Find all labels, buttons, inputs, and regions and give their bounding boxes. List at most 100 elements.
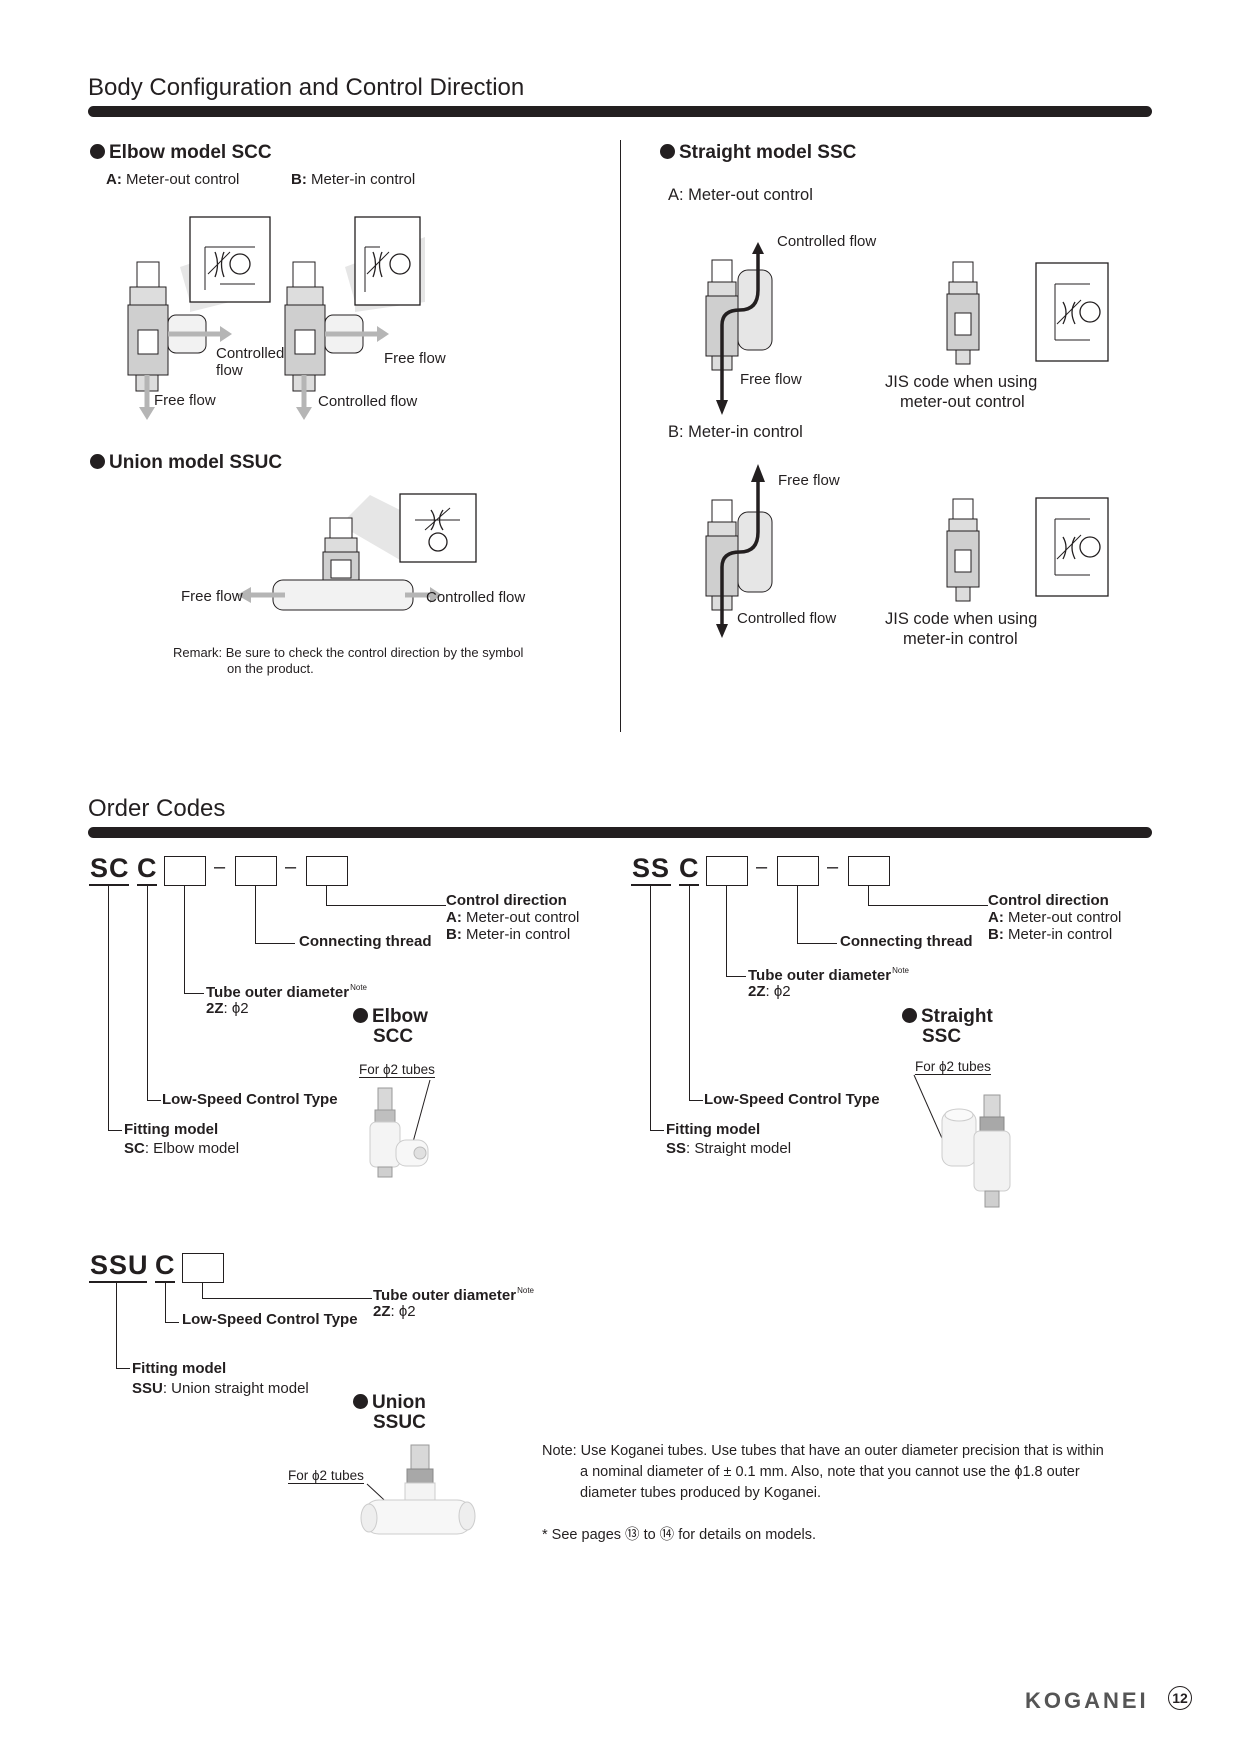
ssc-connecting-thread: Connecting thread <box>840 933 973 950</box>
leader-line <box>726 976 746 978</box>
ssuc-low-speed: Low-Speed Control Type <box>182 1311 358 1328</box>
scc-tube-2z: 2Z: ϕ2 <box>206 1000 249 1017</box>
dash: – <box>827 856 839 878</box>
straight-jis-a-symbol <box>1035 262 1109 362</box>
ssc-product-photo <box>913 1074 1011 1208</box>
elbow-meter-out-illustration <box>127 216 271 420</box>
ssuc-code-prefix: SSU <box>90 1250 149 1280</box>
leader-line <box>689 1100 703 1102</box>
page-number: 12 <box>1168 1686 1192 1710</box>
elbow-a-free-flow: Free flow <box>154 392 216 409</box>
leader-line <box>868 905 988 907</box>
straight-meter-in-illustration <box>705 464 773 638</box>
straight-jis-b-fitting-icon <box>946 498 980 602</box>
dash: – <box>756 856 768 878</box>
ssc-thread-slot <box>777 856 819 886</box>
scc-photo-heading-2: SCC <box>373 1026 414 1047</box>
leader-line <box>165 1283 167 1323</box>
koganei-logo: KOGANEI <box>1025 1688 1149 1713</box>
ssc-fitting-value: SS: Straight model <box>666 1140 792 1157</box>
section-title-order-codes: Order Codes <box>88 795 226 822</box>
leader-line <box>147 886 149 1101</box>
scc-fitting-value: SC: Elbow model <box>124 1140 240 1157</box>
leader-line <box>202 1298 372 1300</box>
section-divider-bar <box>88 827 1152 838</box>
union-free-flow: Free flow <box>181 588 243 605</box>
leader-line <box>147 1100 161 1102</box>
leader-line <box>797 943 837 945</box>
straight-b-jis-line-1: JIS code when using <box>885 610 1038 628</box>
ssc-control-direction-slot <box>848 856 890 886</box>
leader-line <box>868 886 870 906</box>
elbow-b-free-flow: Free flow <box>384 350 446 367</box>
elbow-a-label: A: Meter-out control <box>106 171 240 188</box>
straight-a-free-flow: Free flow <box>740 371 802 388</box>
ssc-tube-2z: 2Z: ϕ2 <box>748 983 791 1000</box>
ssc-low-speed: Low-Speed Control Type <box>704 1091 880 1108</box>
underline <box>89 1281 147 1283</box>
ssuc-code-c: C <box>155 1250 176 1280</box>
scc-thread-slot <box>235 856 277 886</box>
scc-fitting-model: Fitting model <box>124 1121 219 1138</box>
elbow-a-controlled-flow-1: Controlled <box>216 345 285 362</box>
ssc-code-c: C <box>679 853 700 883</box>
ssuc-product-photo <box>360 1444 476 1535</box>
leader-line <box>326 905 446 907</box>
underline <box>137 884 157 886</box>
leader-line <box>108 1130 122 1132</box>
ssc-photo-heading-2: SSC <box>922 1026 962 1047</box>
straight-jis-a-fitting-icon <box>946 261 980 365</box>
leader-line <box>202 1283 204 1299</box>
scc-code-c: C <box>137 853 158 883</box>
section-divider-bar <box>88 106 1152 117</box>
dash: – <box>214 856 226 878</box>
leader-line <box>116 1368 130 1370</box>
union-remark-line-2: on the product. <box>227 661 314 676</box>
scc-tube-od: Tube outer diameterNote <box>206 983 367 1001</box>
scc-control-direction-slot <box>306 856 348 886</box>
note-line-2: a nominal diameter of ± 0.1 mm. Also, no… <box>580 1464 1080 1480</box>
straight-b-controlled-flow: Controlled flow <box>737 610 837 627</box>
leader-line <box>184 886 186 994</box>
union-model-heading: Union model SSUC <box>90 452 282 474</box>
scc-photo-heading: Elbow <box>353 1006 428 1028</box>
note-line-3: diameter tubes produced by Koganei. <box>580 1485 822 1501</box>
ssuc-fitting-model: Fitting model <box>132 1360 227 1377</box>
leader-line <box>650 1130 664 1132</box>
elbow-meter-in-illustration <box>284 216 425 420</box>
dash: – <box>285 856 297 878</box>
scc-connecting-thread: Connecting thread <box>299 933 432 950</box>
straight-model-heading: Straight model SSC <box>660 142 856 164</box>
scc-code-prefix: SC <box>90 853 130 883</box>
scc-product-photo <box>369 1079 431 1178</box>
bullet-icon <box>902 1008 917 1023</box>
ssuc-fitting-value: SSU: Union straight model <box>132 1380 309 1397</box>
straight-a-jis-line-2: meter-out control <box>900 393 1025 411</box>
elbow-model-heading: Elbow model SCC <box>90 142 272 164</box>
straight-a-jis-line-1: JIS code when using <box>885 373 1038 391</box>
ssc-cd-a: A: Meter-out control <box>988 909 1122 926</box>
underline <box>631 884 671 886</box>
ssc-photo-heading: Straight <box>902 1006 993 1028</box>
note-line-1: Note: Use Koganei tubes. Use tubes that … <box>542 1443 1104 1459</box>
ssuc-photo-heading-2: SSUC <box>373 1412 426 1433</box>
leader-line <box>797 886 799 944</box>
underline <box>89 884 129 886</box>
scc-control-direction: Control direction <box>446 892 567 909</box>
ssuc-tube-od: Tube outer diameterNote <box>373 1286 534 1304</box>
elbow-b-controlled-flow: Controlled flow <box>318 393 418 410</box>
leader-line <box>689 886 691 1101</box>
leader-line <box>326 886 328 906</box>
ssc-code-prefix: SS <box>632 853 671 883</box>
union-controlled-flow: Controlled flow <box>426 589 526 606</box>
straight-a-controlled-flow: Controlled flow <box>777 233 877 250</box>
underline <box>155 1281 175 1283</box>
leader-line <box>255 886 257 944</box>
union-remark-line-1: Remark: Be sure to check the control dir… <box>173 645 524 660</box>
ssc-tube-od-slot <box>706 856 748 886</box>
ssuc-tube-od-slot <box>182 1253 224 1283</box>
ssuc-photo-heading: Union <box>353 1392 426 1414</box>
column-divider <box>620 140 622 732</box>
leader-line <box>726 886 728 977</box>
straight-b-free-flow: Free flow <box>778 472 840 489</box>
